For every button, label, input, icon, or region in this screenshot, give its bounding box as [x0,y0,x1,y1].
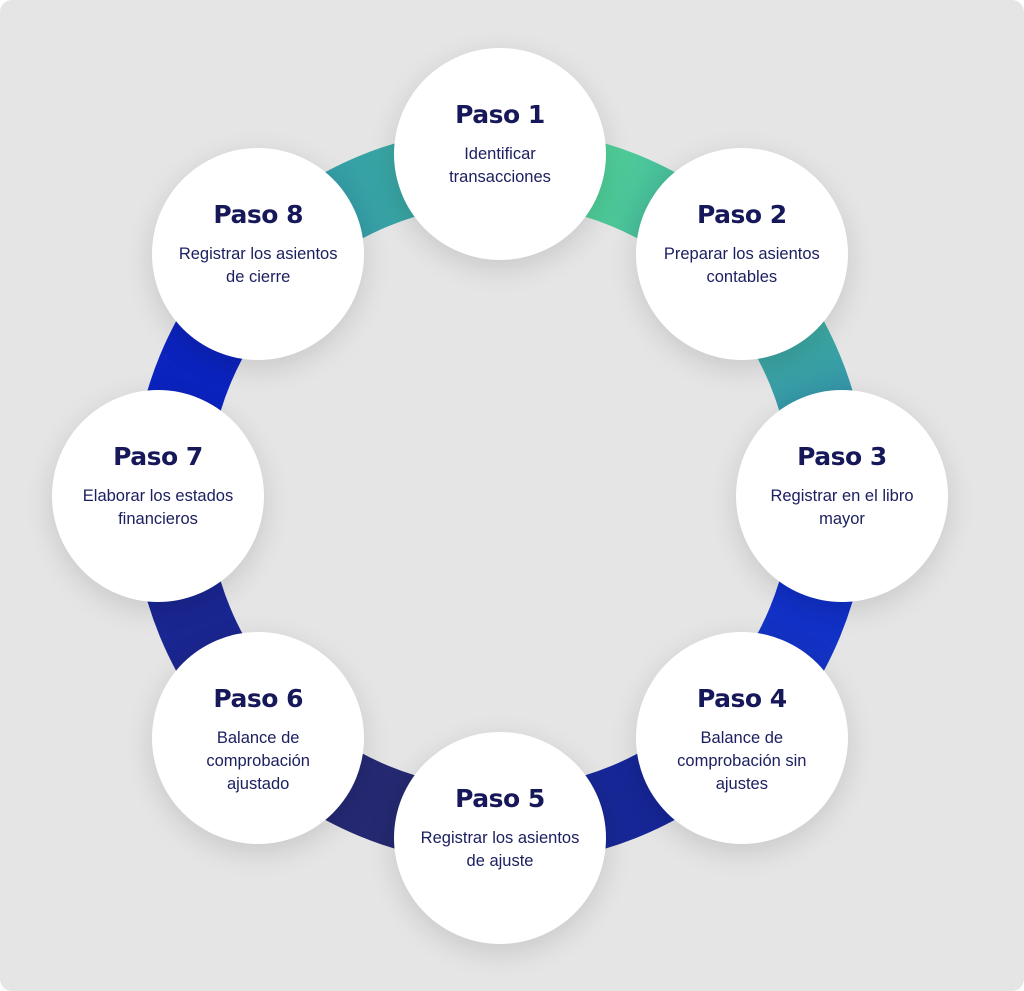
step-description: Balance de comprobación ajustado [206,728,310,793]
step-title: Paso 1 [455,100,545,129]
step-title: Paso 3 [797,442,887,471]
step-node-5: Paso 5 Registrar los asientos de ajuste [394,732,606,944]
step-node-6: Paso 6 Balance de comprobación ajustado [152,631,365,844]
step-node-1: Paso 1 Identificar transacciones [394,48,606,260]
step-title: Paso 7 [113,442,203,471]
step-description: Identificar transacciones [449,145,551,186]
step-node-8: Paso 8 Registrar los asientos de cierre [152,148,365,361]
step-description: Balance de comprobación sin ajustes [677,728,807,793]
step-description: Preparar los asientos contables [663,245,820,287]
step-description: Elaborar los estados financieros [82,487,234,528]
step-description: Registrar en el libro mayor [770,487,914,528]
step-description: Registrar los asientos de cierre [178,245,338,287]
step-node-7: Paso 7 Elaborar los estados financieros [52,390,264,602]
step-title: Paso 8 [213,200,303,230]
step-title: Paso 2 [696,200,787,230]
step-title: Paso 6 [213,683,303,713]
step-node-2: Paso 2 Preparar los asientos contables [635,148,848,361]
step-description: Registrar los asientos de ajuste [420,829,580,870]
step-node-4: Paso 4 Balance de comprobación sin ajust… [635,631,848,844]
step-title: Paso 5 [455,784,545,813]
step-title: Paso 4 [696,683,787,713]
step-node-3: Paso 3 Registrar en el libro mayor [736,390,948,602]
